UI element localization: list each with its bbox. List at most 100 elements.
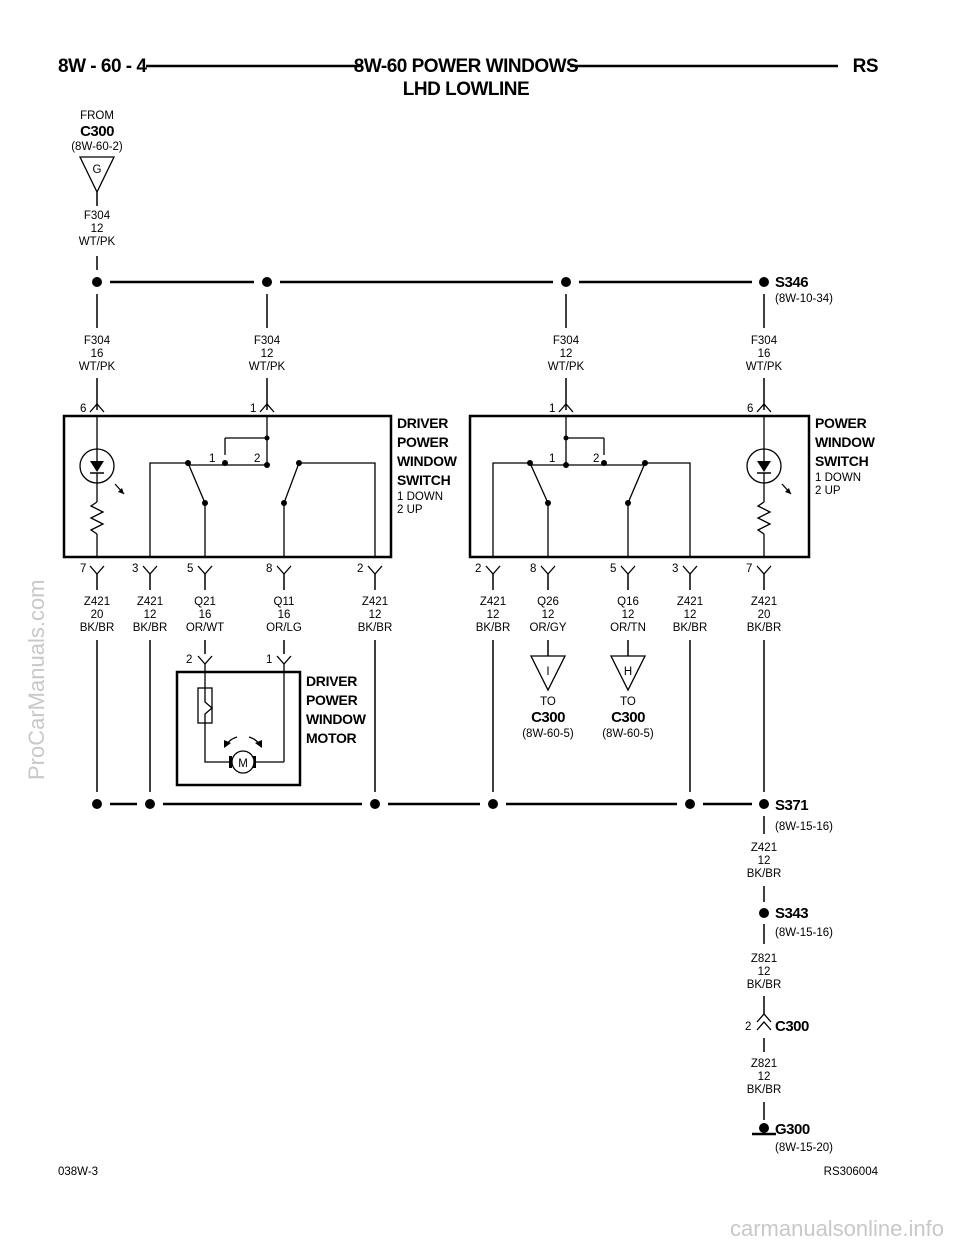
svg-text:BK/BR: BK/BR bbox=[673, 622, 708, 634]
motor-icon bbox=[231, 750, 255, 774]
svg-text:OR/LG: OR/LG bbox=[266, 622, 302, 634]
svg-text:(8W-60-5): (8W-60-5) bbox=[522, 728, 574, 740]
svg-text:Z421: Z421 bbox=[362, 596, 388, 608]
wire-c300-g300-label: Z821 12 BK/BR bbox=[747, 1058, 782, 1096]
splice-dot-icon bbox=[92, 277, 102, 287]
svg-text:12: 12 bbox=[758, 855, 771, 867]
splice-s343: S343 (8W-15-16) bbox=[759, 905, 833, 939]
svg-text:(8W-60-2): (8W-60-2) bbox=[71, 141, 123, 153]
svg-text:F304: F304 bbox=[84, 335, 111, 347]
svg-text:12: 12 bbox=[487, 609, 500, 621]
svg-text:16: 16 bbox=[278, 609, 291, 621]
splice-dot-icon bbox=[262, 277, 272, 287]
pin-chevron-icon bbox=[756, 1013, 772, 1023]
passenger-switch-wire-labels: Z421 12 BK/BR Q26 12 OR/GY Q16 12 OR/TN … bbox=[476, 596, 782, 634]
splice-dot-icon bbox=[370, 799, 380, 809]
svg-text:TO: TO bbox=[540, 696, 556, 708]
svg-text:16: 16 bbox=[91, 348, 104, 360]
svg-text:8: 8 bbox=[530, 563, 536, 575]
svg-text:G300: G300 bbox=[775, 1121, 810, 1138]
svg-text:2: 2 bbox=[475, 563, 481, 575]
svg-text:12: 12 bbox=[758, 1071, 771, 1083]
svg-text:7: 7 bbox=[746, 563, 752, 575]
svg-text:WT/PK: WT/PK bbox=[79, 361, 116, 373]
svg-text:1: 1 bbox=[549, 453, 555, 465]
splice-dot-icon bbox=[759, 799, 769, 809]
svg-text:BK/BR: BK/BR bbox=[747, 979, 782, 991]
switch-blade-icon bbox=[529, 462, 549, 504]
pin-chevron-icon bbox=[259, 403, 275, 413]
svg-text:OR/TN: OR/TN bbox=[610, 622, 646, 634]
svg-text:Z421: Z421 bbox=[751, 596, 777, 608]
svg-text:12: 12 bbox=[560, 348, 573, 360]
svg-text:BK/BR: BK/BR bbox=[747, 1084, 782, 1096]
connector-triangle-icon bbox=[609, 655, 647, 692]
svg-text:SWITCH: SWITCH bbox=[397, 472, 451, 488]
splice-s371-name: S371 bbox=[775, 797, 808, 814]
svg-text:H: H bbox=[624, 666, 632, 678]
svg-text:C300: C300 bbox=[775, 1018, 809, 1035]
footer-right-code: RS306004 bbox=[824, 1166, 879, 1178]
svg-text:SWITCH: SWITCH bbox=[815, 453, 869, 469]
svg-text:F304: F304 bbox=[84, 210, 111, 222]
svg-text:2: 2 bbox=[593, 453, 599, 465]
svg-text:BK/BR: BK/BR bbox=[358, 622, 393, 634]
svg-text:2: 2 bbox=[254, 453, 260, 465]
pin-chevron-icon bbox=[197, 655, 213, 665]
svg-text:C300: C300 bbox=[531, 709, 565, 726]
pin-chevron-icon bbox=[89, 403, 105, 413]
svg-text:20: 20 bbox=[91, 609, 104, 621]
splice-dot-icon bbox=[759, 908, 769, 918]
to-c300-cavity-h: H TO C300 (8W-60-5) bbox=[602, 655, 654, 740]
wire-s371-s343-label: Z421 12 BK/BR bbox=[747, 842, 782, 880]
svg-text:POWER: POWER bbox=[815, 415, 867, 431]
feed-wire-labels: F304 16 WT/PK F304 12 WT/PK F304 12 WT/P… bbox=[79, 335, 783, 373]
switch-blade-icon bbox=[187, 462, 206, 504]
footer-left-code: 038W-3 bbox=[58, 1166, 98, 1178]
model-code: RS bbox=[853, 56, 878, 77]
svg-text:BK/BR: BK/BR bbox=[133, 622, 168, 634]
svg-text:BK/BR: BK/BR bbox=[747, 868, 782, 880]
page-number: 8W - 60 - 4 bbox=[58, 56, 147, 77]
pin-chevron-icon bbox=[756, 1021, 772, 1031]
svg-text:DRIVER: DRIVER bbox=[306, 673, 357, 689]
resistor-icon bbox=[89, 501, 105, 535]
passenger-switch-wires bbox=[492, 574, 765, 792]
svg-text:2: 2 bbox=[186, 654, 192, 666]
svg-text:16: 16 bbox=[199, 609, 212, 621]
feed-wires bbox=[96, 294, 765, 410]
svg-text:Z421: Z421 bbox=[677, 596, 703, 608]
svg-text:Z421: Z421 bbox=[137, 596, 163, 608]
svg-text:Z421: Z421 bbox=[480, 596, 506, 608]
splice-dot-icon bbox=[92, 799, 102, 809]
svg-text:12: 12 bbox=[542, 609, 555, 621]
c300-inline-connector: 2 C300 bbox=[745, 1013, 810, 1035]
svg-text:WINDOW: WINDOW bbox=[397, 453, 458, 469]
pin-chevron-icon bbox=[756, 403, 772, 413]
svg-text:C300: C300 bbox=[80, 123, 114, 140]
svg-text:1: 1 bbox=[549, 403, 555, 415]
svg-text:2: 2 bbox=[357, 563, 363, 575]
svg-text:3: 3 bbox=[132, 563, 138, 575]
svg-text:3: 3 bbox=[672, 563, 678, 575]
switch-blade-icon bbox=[283, 462, 300, 504]
svg-text:12: 12 bbox=[369, 609, 382, 621]
driver-switch-wires bbox=[96, 574, 376, 792]
svg-text:Z821: Z821 bbox=[751, 953, 777, 965]
to-c300-cavity-i: I TO C300 (8W-60-5) bbox=[522, 655, 574, 740]
splice-dot-icon bbox=[145, 799, 155, 809]
svg-text:1: 1 bbox=[250, 403, 256, 415]
svg-text:BK/BR: BK/BR bbox=[80, 622, 115, 634]
svg-text:6: 6 bbox=[747, 403, 753, 415]
wire-label: F304 12 WT/PK bbox=[79, 210, 116, 248]
svg-text:WT/PK: WT/PK bbox=[746, 361, 783, 373]
svg-text:12: 12 bbox=[758, 966, 771, 978]
svg-text:I: I bbox=[546, 666, 549, 678]
svg-text:5: 5 bbox=[610, 563, 616, 575]
svg-text:WT/PK: WT/PK bbox=[249, 361, 286, 373]
svg-text:12: 12 bbox=[622, 609, 635, 621]
splice-s371-ref: (8W-15-16) bbox=[775, 821, 833, 833]
svg-text:M: M bbox=[238, 758, 248, 770]
page-title: 8W-60 POWER WINDOWS bbox=[354, 56, 578, 77]
side-watermark: ProCarManuals.com bbox=[24, 579, 49, 780]
